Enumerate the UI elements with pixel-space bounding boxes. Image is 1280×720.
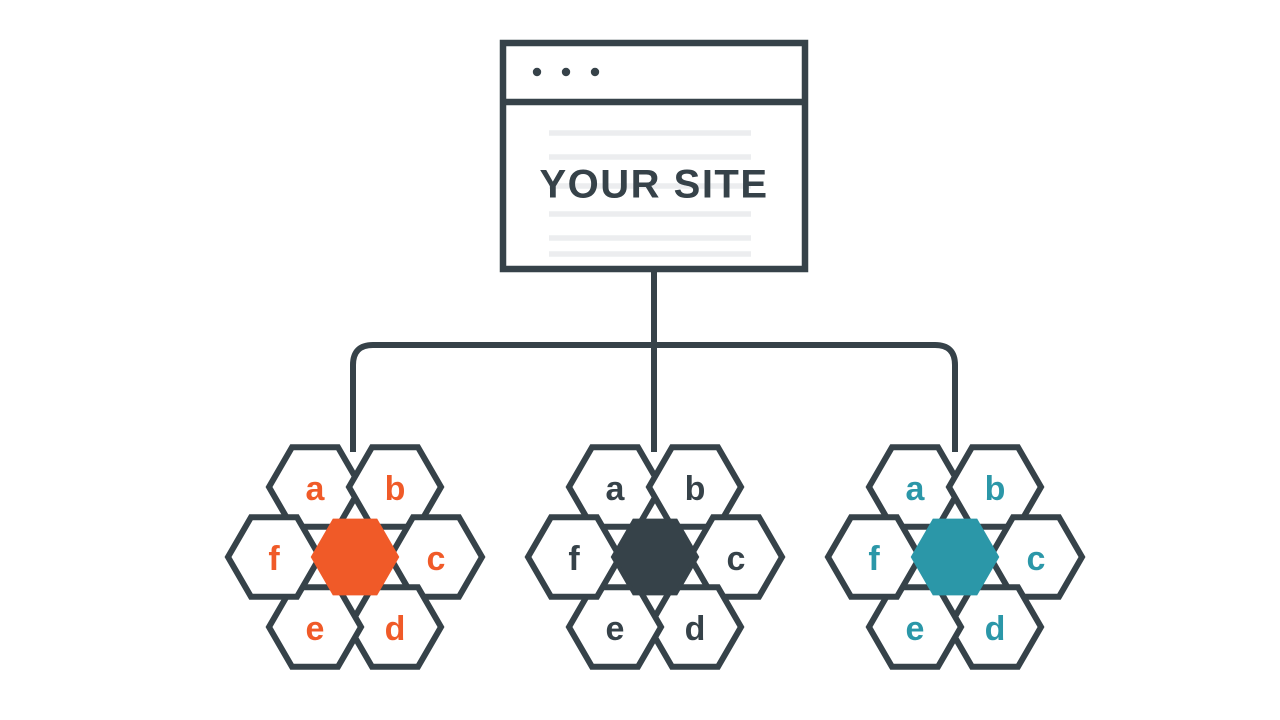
- hex-cell-center[interactable]: [610, 518, 700, 596]
- page-title: YOUR SITE: [539, 163, 768, 207]
- honeycomb-cluster-left: a b c d: [224, 444, 486, 670]
- hex-label: f: [568, 540, 580, 578]
- hex-label: d: [985, 610, 1006, 648]
- hex-label: b: [385, 470, 406, 508]
- hex-label: b: [985, 470, 1006, 508]
- cluster-right-cells: a b c d e: [824, 444, 1086, 670]
- hex-label: d: [385, 610, 406, 648]
- hex-label: a: [906, 470, 926, 508]
- hex-cell-f[interactable]: f: [824, 514, 924, 600]
- hex-shape-filled: [610, 518, 700, 596]
- cluster-left-cells: a b c d: [224, 444, 486, 670]
- connector-branch-right: [654, 342, 958, 452]
- honeycomb-cluster-middle: a b c d e: [524, 444, 786, 670]
- hex-label: a: [306, 470, 326, 508]
- hex-cell-center[interactable]: [910, 518, 1000, 596]
- browser-placeholder-lines: [549, 130, 751, 257]
- hex-cell-center[interactable]: [310, 518, 400, 596]
- window-dot-icon-3[interactable]: [590, 67, 600, 77]
- hex-cell-e[interactable]: e: [865, 584, 965, 670]
- hex-shape-filled: [310, 518, 400, 596]
- hex-shape: [524, 514, 624, 600]
- hex-label: c: [727, 540, 746, 578]
- hex-cell-d[interactable]: d: [945, 584, 1045, 670]
- hex-shape-filled: [910, 518, 1000, 596]
- connector-branch-left: [350, 342, 654, 452]
- browser-window-dots: [532, 67, 600, 77]
- hex-label: c: [427, 540, 446, 578]
- hex-cell-c[interactable]: c: [386, 514, 486, 600]
- hex-label: b: [685, 470, 706, 508]
- honeycomb-cluster-right: a b c d e: [824, 444, 1086, 670]
- hex-cell-f[interactable]: f: [224, 514, 324, 600]
- hex-cell-d[interactable]: d: [345, 584, 445, 670]
- hex-label: f: [268, 540, 280, 578]
- hex-label: e: [606, 610, 625, 648]
- hex-label: a: [606, 470, 626, 508]
- hex-cell-d[interactable]: d: [645, 584, 745, 670]
- cluster-middle-cells: a b c d e: [524, 444, 786, 670]
- hex-label: c: [1027, 540, 1046, 578]
- hex-label: e: [306, 610, 325, 648]
- browser-window: YOUR SITE: [499, 39, 809, 273]
- hex-shape: [224, 514, 324, 600]
- hex-shape: [824, 514, 924, 600]
- hex-label: f: [868, 540, 880, 578]
- hex-cell-f[interactable]: f: [524, 514, 624, 600]
- hex-label: d: [685, 610, 706, 648]
- hex-label: e: [906, 610, 925, 648]
- window-dot-icon-1[interactable]: [532, 67, 542, 77]
- window-dot-icon-2[interactable]: [561, 67, 571, 77]
- tree-connector: [350, 272, 958, 452]
